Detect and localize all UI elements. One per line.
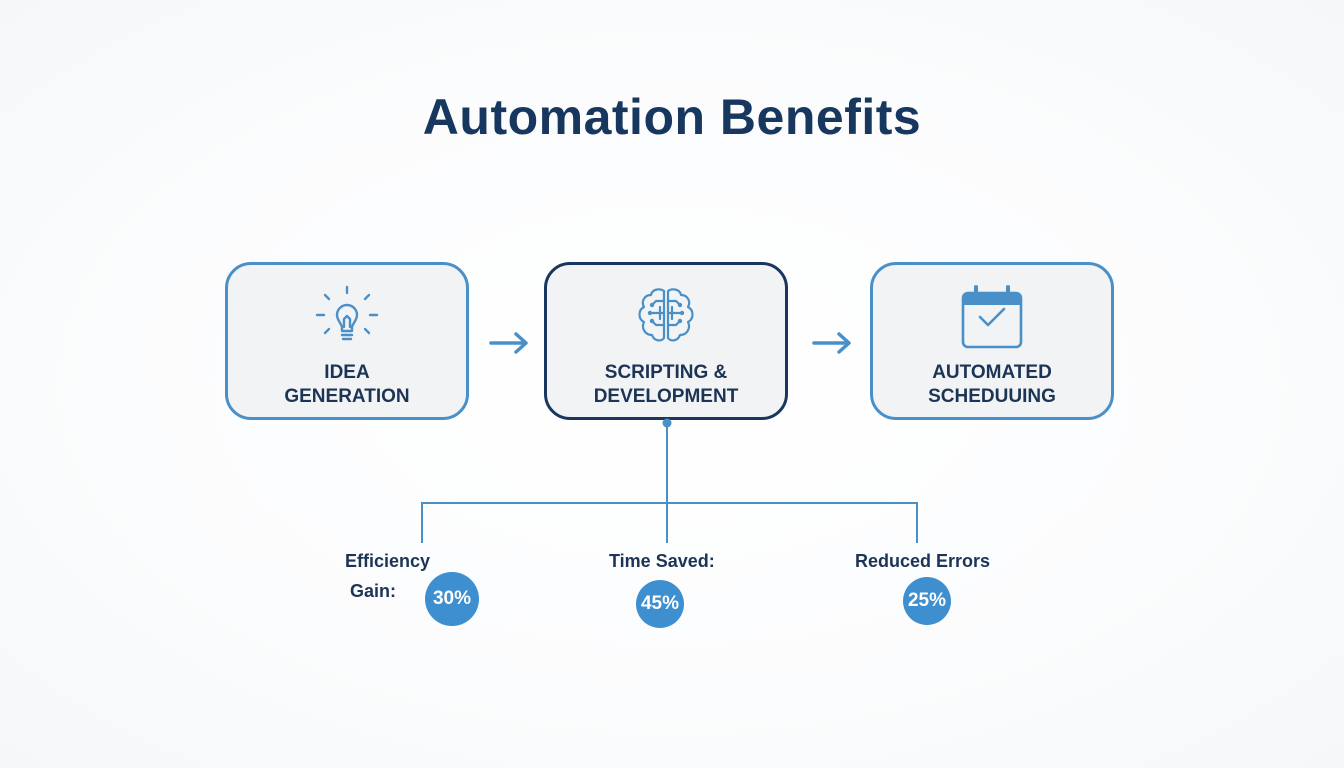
metric-label-time-saved: Time Saved: [609, 551, 715, 571]
arrow-right-icon [812, 332, 851, 354]
metric-label-efficiency-line2: Gain: [350, 581, 397, 601]
metric-label-efficiency: Efficiency [345, 551, 431, 571]
step-label-line1: AUTOMATED [932, 362, 1052, 383]
step-label-line1: IDEA [324, 362, 370, 383]
brain-circuit-icon [638, 288, 694, 342]
step-scripting-development: SCRIPTING & DEVELOPMENT [544, 262, 788, 420]
arrow-right-icon [489, 332, 528, 354]
step-label-line1: SCRIPTING & [604, 362, 728, 383]
step-label-line2: SCHEDUUING [928, 386, 1056, 407]
lightbulb-icon [315, 285, 379, 341]
page-title: Automation Benefits [422, 89, 922, 145]
step-automated-scheduling: AUTOMATED SCHEDUUING [870, 262, 1114, 420]
step-label-line2: DEVELOPMENT [593, 386, 739, 407]
metric-value-reduced-errors: 25% [903, 577, 951, 625]
step-idea-generation: IDEA GENERATION [225, 262, 469, 420]
metric-value-efficiency: 30% [425, 572, 479, 626]
metric-value-time-saved: 45% [636, 580, 684, 628]
step-label-line2: GENERATION [284, 386, 410, 407]
calendar-check-icon [961, 285, 1023, 349]
metric-label-reduced-errors: Reduced Errors [855, 551, 991, 571]
